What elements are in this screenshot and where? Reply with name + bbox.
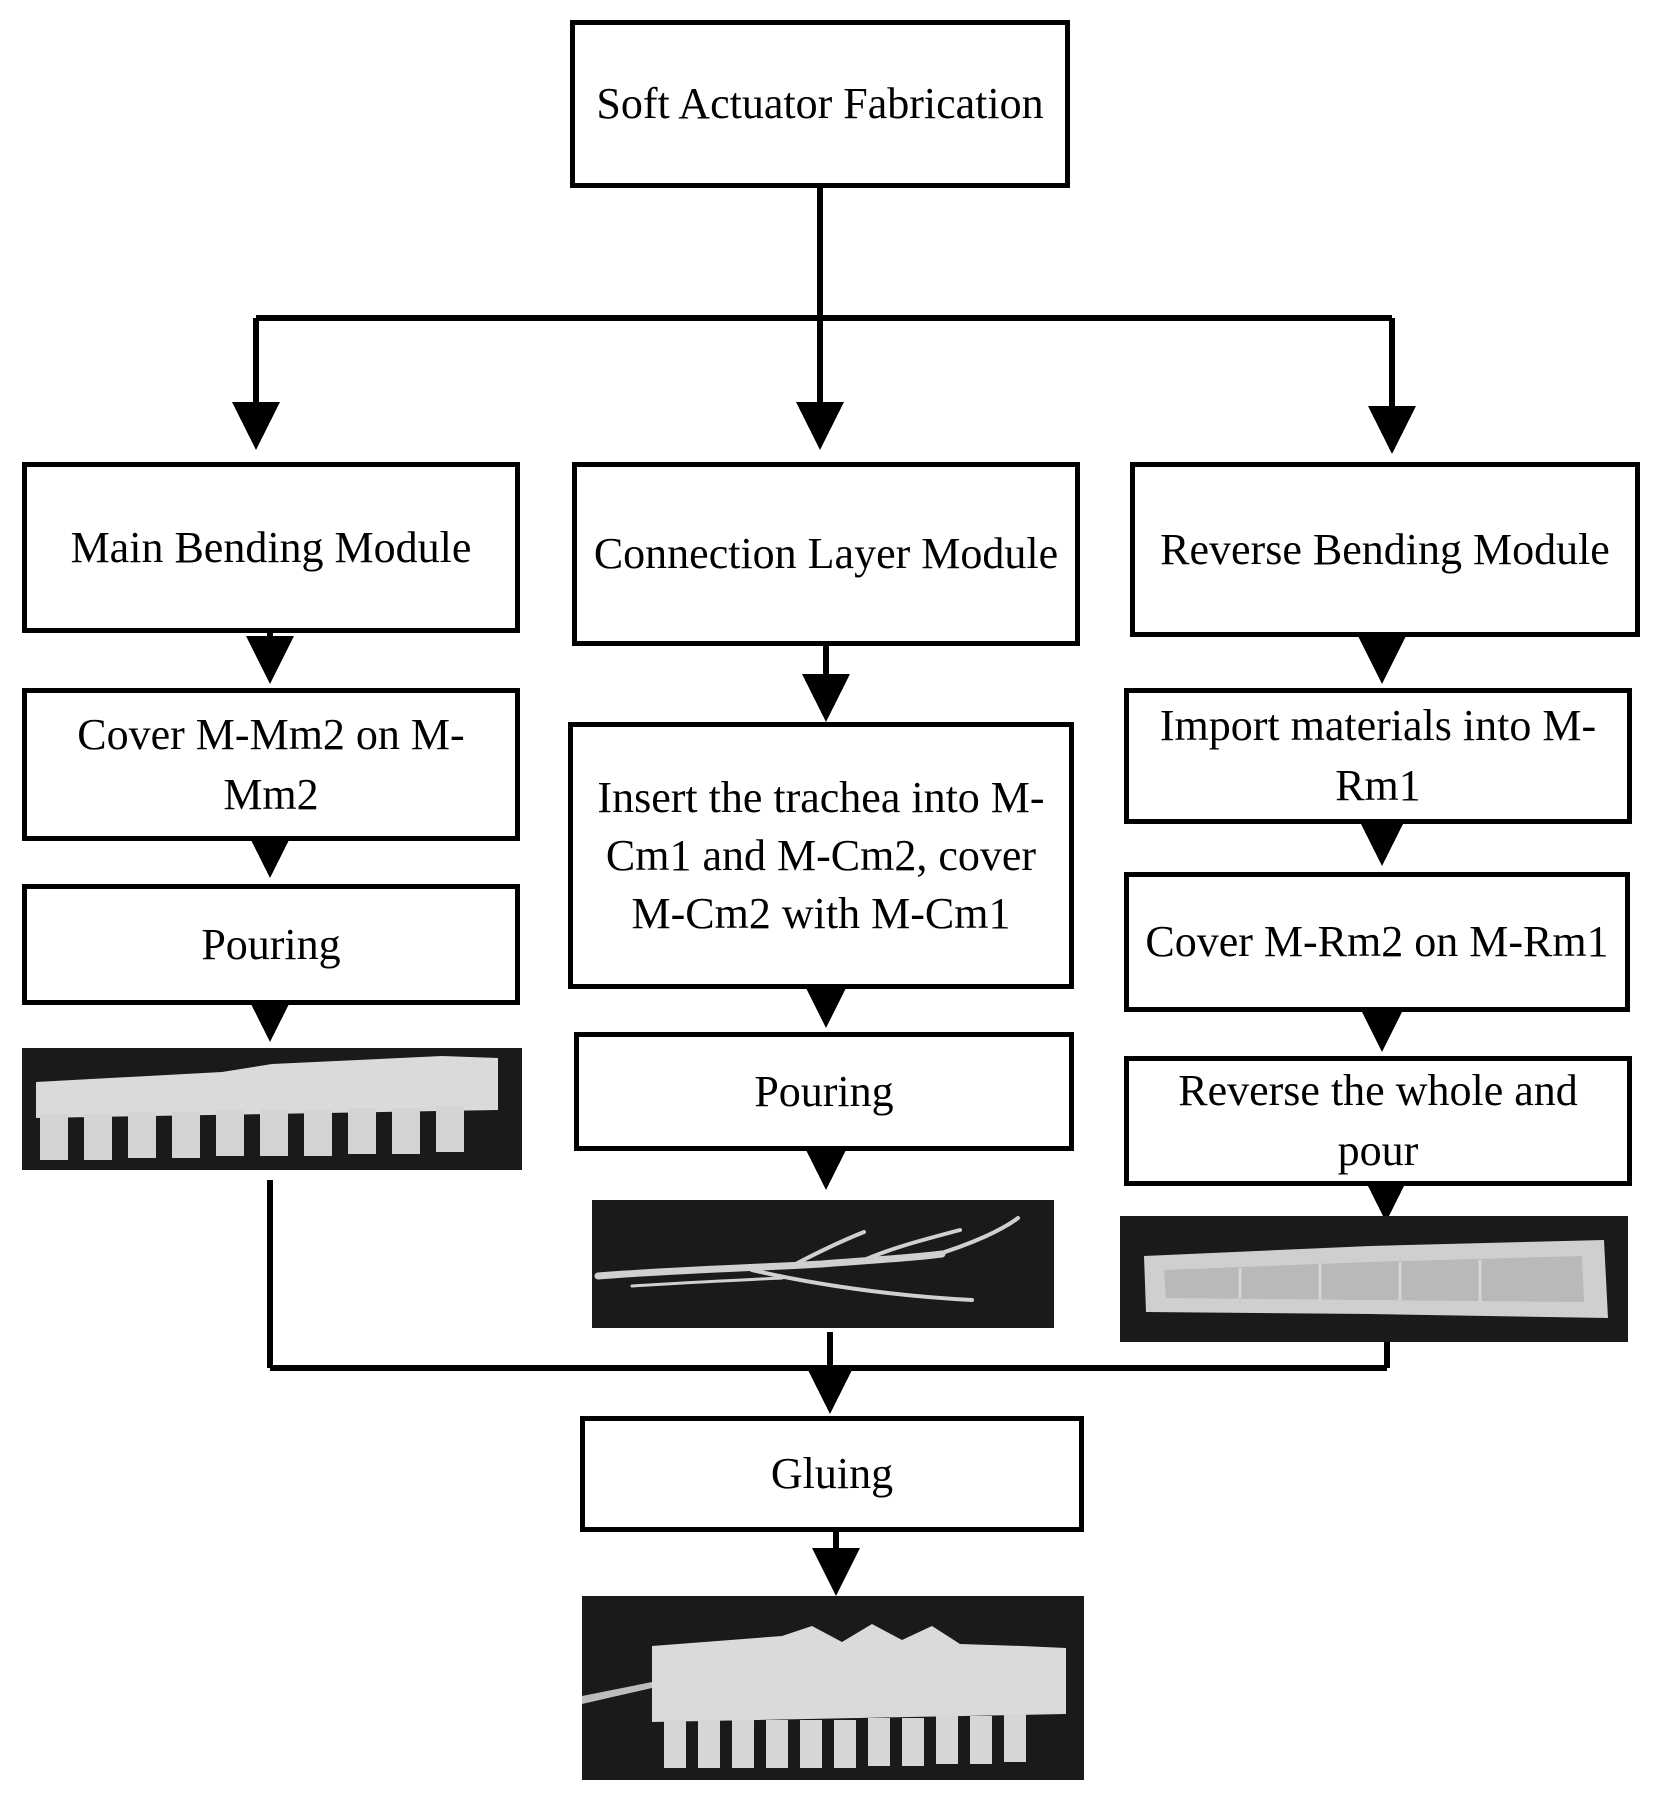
main-step2-node: Pouring [22,884,520,1005]
rev-step2-node: Cover M-Rm2 on M-Rm1 [1124,872,1630,1012]
root-node: Soft Actuator Fabrication [570,20,1070,188]
reverse-bending-module-label: Reverse Bending Module [1160,524,1610,574]
final-actuator-photo [582,1596,1084,1780]
main-step2-label: Pouring [201,919,341,969]
gluing-label: Gluing [770,1449,894,1498]
root-node-label: Soft Actuator Fabrication [596,79,1044,128]
main-bending-module-label: Main Bending Module [70,522,472,572]
connection-layer-module-label: Connection Layer Module [593,529,1059,578]
connection-layer-module-photo [592,1200,1054,1328]
main-bending-module-photo [22,1048,522,1170]
main-step1-node: Cover M-Mm2 on M-Mm2 [22,688,520,841]
conn-step2-node: Pouring [574,1032,1074,1151]
rev-step1-label: Import materials into M-Rm1 [1159,701,1597,810]
conn-step2-label: Pouring [754,1066,894,1116]
rev-step2-label: Cover M-Rm2 on M-Rm1 [1145,917,1609,966]
rev-step3-label: Reverse the whole and pour [1178,1066,1578,1175]
conn-step1-node: Insert the trachea into M-Cm1 and M-Cm2,… [568,722,1074,989]
main-bending-module-node: Main Bending Module [22,462,520,633]
connection-layer-module-node: Connection Layer Module [572,462,1080,646]
rev-step3-node: Reverse the whole and pour [1124,1056,1632,1186]
main-step1-label: Cover M-Mm2 on M-Mm2 [77,709,465,819]
conn-step1-label: Insert the trachea into M-Cm1 and M-Cm2,… [597,772,1045,938]
gluing-node: Gluing [580,1416,1084,1532]
rev-step1-node: Import materials into M-Rm1 [1124,688,1632,824]
reverse-bending-module-node: Reverse Bending Module [1130,462,1640,637]
reverse-bending-module-photo [1120,1216,1628,1342]
